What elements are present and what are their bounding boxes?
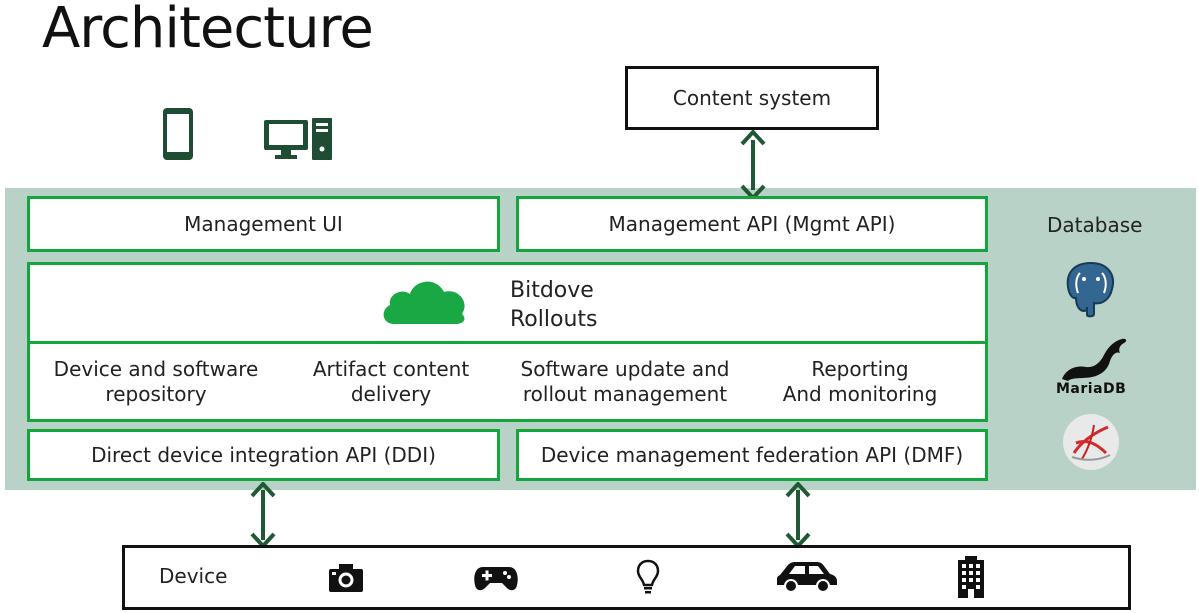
ddi-api-box: Direct device integration API (DDI) [27,429,500,481]
feature-rollout: Software update and rollout management [506,357,744,407]
feature-repository-line1: Device and software [53,357,259,381]
lightbulb-icon [636,559,660,594]
cloud-icon [383,281,465,324]
feature-reporting: Reporting And monitoring [760,357,960,407]
building-icon [958,556,984,598]
ddi-api-label: Direct device integration API (DDI) [91,443,436,467]
feature-rollout-line2: rollout management [522,382,728,406]
car-icon [777,562,837,593]
content-system-box: Content system [625,66,879,130]
management-api-label: Management API (Mgmt API) [608,212,896,236]
feature-delivery-line2: delivery [350,382,432,406]
feature-reporting-line2: And monitoring [782,382,938,406]
management-api-box: Management API (Mgmt API) [516,196,988,252]
gamepad-icon [474,567,518,591]
management-ui-label: Management UI [184,212,343,236]
core-title-line1: Bitdove [510,278,594,303]
database-title: Database [1047,213,1143,237]
core-title: Bitdove Rollouts [510,276,597,334]
mariadb-label: MariaDB [1056,381,1127,397]
core-title-line2: Rollouts [510,307,598,332]
dmf-device-arrow [785,482,811,548]
feature-delivery-line1: Artifact content [312,357,470,381]
mariadb-seal-icon [1062,338,1127,381]
management-ui-box: Management UI [27,196,500,252]
desktop-computer-icon [264,118,332,160]
dmf-api-label: Device management federation API (DMF) [540,443,964,467]
postgresql-logo [1066,261,1114,318]
feature-rollout-line1: Software update and [520,357,730,381]
content-system-label: Content system [672,86,832,110]
core-box [27,262,988,344]
features-box [27,341,988,422]
page-title: Architecture [42,0,374,61]
device-label: Device [159,564,228,588]
feature-delivery: Artifact content delivery [280,357,502,407]
content-api-arrow [740,130,766,200]
dmf-api-box: Device management federation API (DMF) [516,429,988,481]
feature-repository-line2: repository [105,382,207,406]
smartphone-icon [163,108,193,160]
ddi-device-arrow [250,482,276,548]
feature-reporting-line1: Reporting [811,357,909,381]
sql-server-logo [1063,414,1119,470]
feature-repository: Device and software repository [40,357,272,407]
camera-icon [329,564,363,592]
